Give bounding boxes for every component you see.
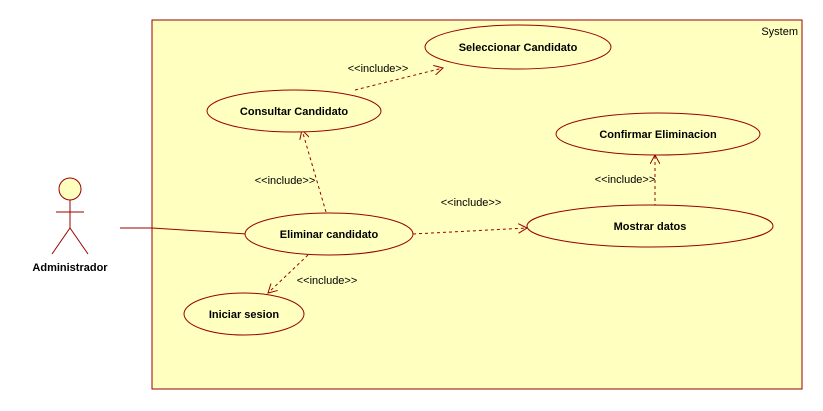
use-case-eliminar-candidato[interactable]: Eliminar candidato bbox=[244, 212, 414, 256]
actor-administrador[interactable]: Administrador bbox=[32, 177, 108, 274]
use-case-ellipse bbox=[183, 292, 305, 336]
use-case-iniciar-sesion[interactable]: Iniciar sesion bbox=[183, 292, 305, 336]
actor-label: Administrador bbox=[32, 262, 108, 274]
include-label-eliminar-iniciar: <<include>> bbox=[297, 275, 358, 287]
use-case-label: Confirmar Eliminacion bbox=[599, 129, 717, 141]
use-case-label: Mostrar datos bbox=[614, 221, 687, 233]
use-case-seleccionar-candidato[interactable]: Seleccionar Candidato bbox=[424, 24, 612, 70]
use-case-mostrar-datos[interactable]: Mostrar datos bbox=[526, 204, 774, 248]
include-eliminar-mostrar-line[interactable] bbox=[412, 228, 527, 235]
system-label: System bbox=[761, 26, 798, 38]
include-label-eliminar-mostrar: <<include>> bbox=[441, 197, 502, 209]
use-case-ellipse bbox=[555, 112, 761, 156]
use-case-ellipse bbox=[526, 204, 774, 248]
use-case-ellipse bbox=[206, 89, 382, 133]
use-case-label: Eliminar candidato bbox=[280, 229, 379, 241]
association-line[interactable] bbox=[120, 227, 248, 235]
use-case-confirmar-eliminacion[interactable]: Confirmar Eliminacion bbox=[555, 112, 761, 156]
actor-right-leg-icon bbox=[69, 227, 89, 255]
include-label-eliminar-consultar: <<include>> bbox=[255, 175, 316, 187]
use-case-label: Iniciar sesion bbox=[209, 309, 280, 321]
use-case-ellipse bbox=[424, 24, 612, 70]
use-case-label: Seleccionar Candidato bbox=[459, 42, 578, 54]
use-case-ellipse bbox=[244, 212, 414, 256]
include-label-consultar-seleccionar: <<include>> bbox=[348, 63, 409, 75]
include-eliminar-consultar-line[interactable] bbox=[302, 130, 327, 213]
actor-head-icon bbox=[58, 177, 82, 201]
actor-left-leg-icon bbox=[51, 227, 71, 255]
include-label-mostrar-confirmar: <<include>> bbox=[595, 174, 656, 186]
use-case-label: Consultar Candidato bbox=[240, 106, 348, 118]
use-case-consultar-candidato[interactable]: Consultar Candidato bbox=[206, 89, 382, 133]
